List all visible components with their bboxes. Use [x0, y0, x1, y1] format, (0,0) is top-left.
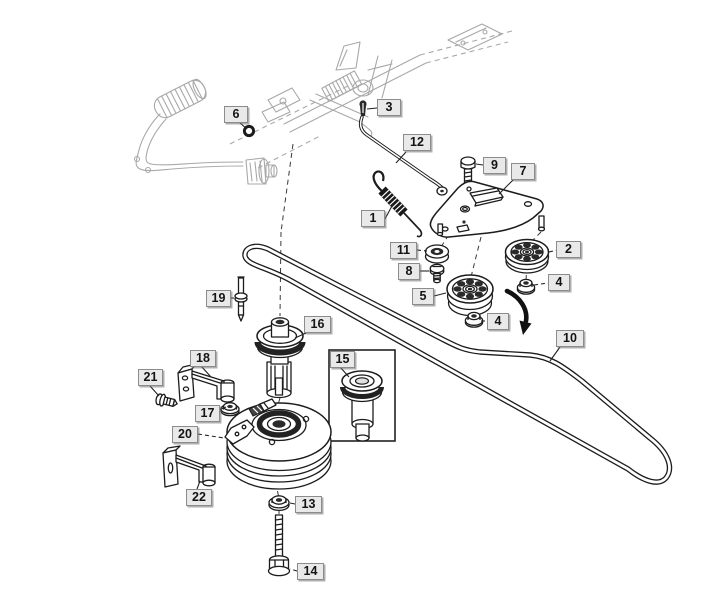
callout-number: 18 [196, 351, 210, 365]
callout-17[interactable]: 17 [195, 405, 220, 422]
callout-14[interactable]: 14 [297, 563, 324, 580]
pin-19 [234, 276, 248, 322]
retaining-bolt [267, 514, 291, 577]
callout-15[interactable]: 15 [330, 351, 355, 368]
callout-16[interactable]: 16 [304, 316, 331, 333]
callout-number: 2 [565, 242, 572, 256]
callout-12[interactable]: 12 [403, 134, 431, 151]
callout-3[interactable]: 3 [377, 99, 401, 116]
clutch-rod [358, 115, 448, 196]
callout-4a[interactable]: 4 [548, 274, 570, 291]
bolt-8 [429, 263, 445, 284]
flange-nut-4a [516, 278, 536, 295]
drive-belt [242, 243, 673, 485]
callout-number: 17 [200, 406, 215, 420]
callout-number: 8 [405, 264, 413, 278]
callout-number: 6 [232, 107, 240, 121]
callout-2[interactable]: 2 [556, 241, 581, 258]
detail-inset [328, 349, 396, 442]
flange-nut-4b [464, 311, 484, 328]
callout-number: 5 [419, 289, 427, 303]
callout-9[interactable]: 9 [483, 157, 506, 174]
callout-8[interactable]: 8 [398, 263, 420, 280]
callout-number: 4 [494, 314, 502, 328]
retaining-clip [359, 100, 367, 116]
ghost-axle-assembly [261, 23, 513, 138]
washer-ring [242, 124, 256, 138]
flange-nut-13 [268, 495, 290, 512]
callout-21[interactable]: 21 [138, 369, 163, 386]
callout-7[interactable]: 7 [511, 163, 535, 180]
callout-number: 13 [301, 497, 316, 511]
callout-number: 22 [192, 490, 206, 504]
stop-bracket-22 [162, 445, 216, 488]
callout-4b[interactable]: 4 [487, 313, 509, 330]
callout-number: 21 [143, 370, 158, 384]
callout-number: 16 [310, 317, 325, 331]
idler-pulley-5 [446, 274, 494, 317]
callout-number: 14 [303, 564, 318, 578]
callout-11[interactable]: 11 [390, 242, 417, 259]
callout-number: 12 [410, 135, 424, 149]
leader-lines [149, 107, 561, 572]
callout-number: 1 [369, 211, 377, 225]
callout-number: 4 [555, 275, 563, 289]
callout-20[interactable]: 20 [172, 426, 198, 443]
pulley-spacer-detail [340, 370, 384, 442]
sheave-spacer [254, 317, 306, 399]
callout-number: 11 [396, 243, 411, 257]
callout-number: 15 [335, 352, 350, 366]
callout-number: 3 [385, 100, 393, 114]
callout-1[interactable]: 1 [361, 210, 385, 227]
callout-6[interactable]: 6 [224, 106, 248, 123]
electric-pto-clutch [224, 398, 332, 490]
callout-5[interactable]: 5 [412, 288, 434, 305]
flange-nut-17 [220, 402, 240, 417]
callout-number: 20 [178, 427, 192, 441]
spacer-bushing [424, 244, 450, 264]
callout-13[interactable]: 13 [295, 496, 322, 513]
callout-10[interactable]: 10 [556, 330, 584, 347]
tension-spring [372, 170, 423, 238]
callout-number: 19 [211, 291, 226, 305]
rotation-arrow [504, 288, 532, 335]
callout-22[interactable]: 22 [186, 489, 212, 506]
callout-number: 7 [519, 164, 527, 178]
callout-18[interactable]: 18 [190, 350, 216, 367]
callout-number: 10 [563, 331, 577, 345]
callout-number: 9 [491, 158, 498, 172]
idler-pulley-2 [504, 238, 550, 274]
callout-19[interactable]: 19 [206, 290, 231, 307]
self-tapping-screw [155, 393, 178, 407]
idler-bracket-plate [429, 180, 546, 238]
stop-bracket-18 [177, 363, 235, 403]
